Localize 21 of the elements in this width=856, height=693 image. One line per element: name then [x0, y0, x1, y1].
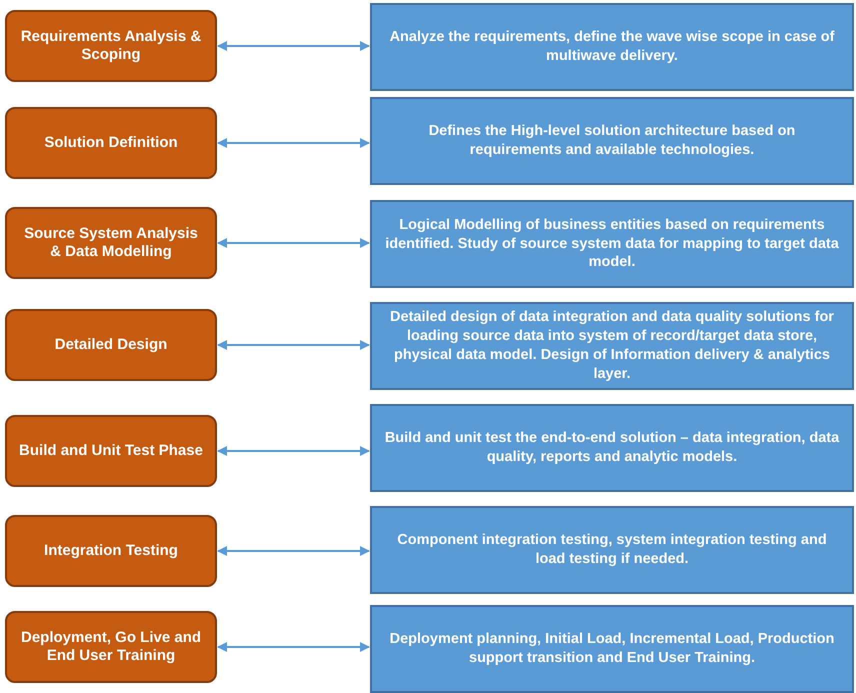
double-arrow: [217, 642, 370, 652]
phase-box: Build and Unit Test Phase: [5, 415, 217, 487]
description-box: Component integration testing, system integration testing and load testing if needed.: [370, 506, 854, 594]
phase-box: Integration Testing: [5, 515, 217, 587]
description-box: Detailed design of data integration and data quality solutions for loading source data into system of record/target data store, physical data model. Design of Information delivery & analytics layer.: [370, 302, 854, 390]
description-box: Build and unit test the end-to-end solution – data integration, data quality, reports and analytic models.: [370, 404, 854, 492]
phase-box: Requirements Analysis & Scoping: [5, 10, 217, 82]
double-arrow: [217, 238, 370, 248]
double-arrow: [217, 41, 370, 51]
double-arrow: [217, 546, 370, 556]
double-arrow: [217, 446, 370, 456]
description-box: Analyze the requirements, define the wave wise scope in case of multiwave delivery.: [370, 3, 854, 91]
description-box: Logical Modelling of business entities based on requirements identified. Study of source system data for mapping to target data model.: [370, 200, 854, 288]
double-arrow: [217, 138, 370, 148]
description-box: Deployment planning, Initial Load, Incremental Load, Production support transition and End User Training.: [370, 605, 854, 693]
phase-box: Detailed Design: [5, 309, 217, 381]
phase-box: Solution Definition: [5, 107, 217, 179]
description-box: Defines the High-level solution architecture based on requirements and available technologies.: [370, 97, 854, 185]
double-arrow: [217, 340, 370, 350]
phase-box: Deployment, Go Live and End User Training: [5, 611, 217, 683]
phase-box: Source System Analysis & Data Modelling: [5, 207, 217, 279]
